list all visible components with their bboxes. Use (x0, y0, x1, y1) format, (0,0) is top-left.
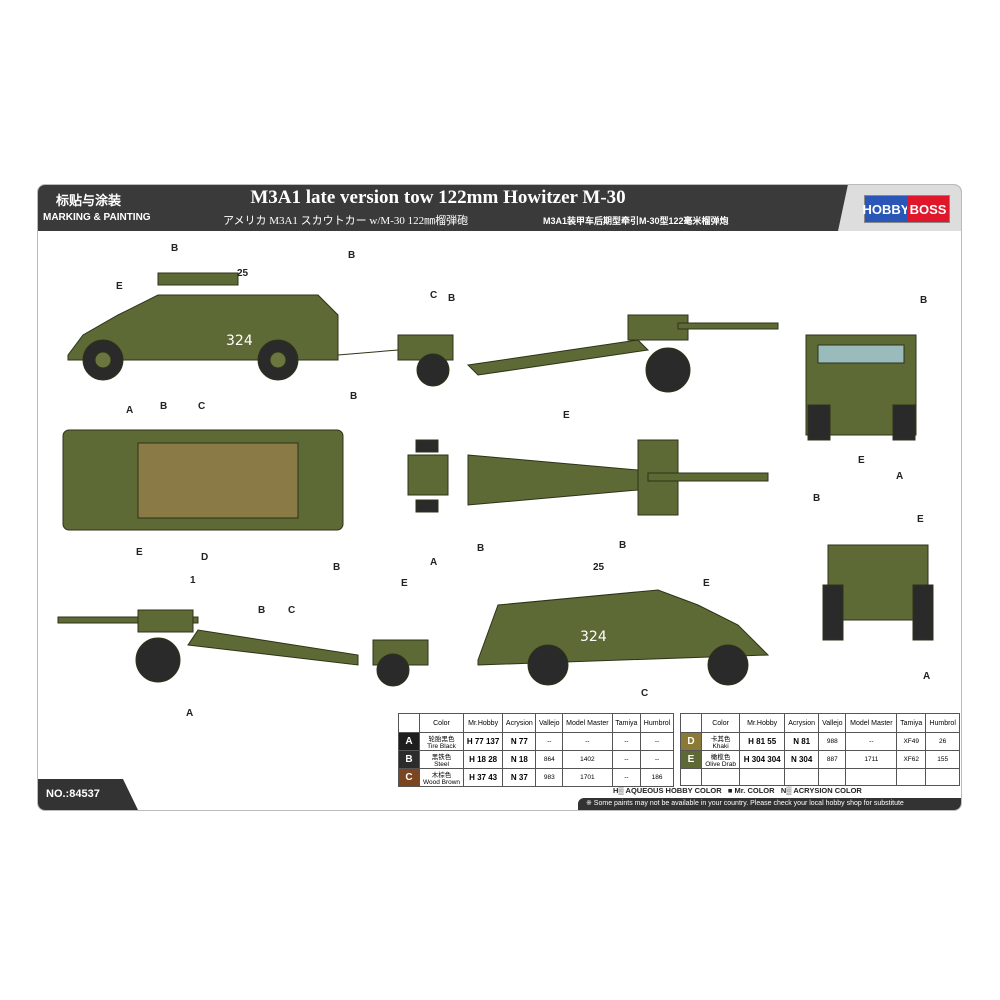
howitzer-side-bottom (57, 609, 359, 683)
limber-top-view (407, 439, 449, 513)
subtitle-cn: M3A1装甲车后期型牵引M-30型122毫米榴弹炮 (543, 216, 729, 226)
page-title: M3A1 late version tow 122mm Howitzer M-3… (250, 187, 626, 208)
product-number: NO.:84537 (38, 779, 138, 810)
callout: E (136, 547, 143, 558)
instruction-sheet: 标贴与涂装 MARKING & PAINTING M3A1 late versi… (37, 184, 962, 811)
scout-car-top-view (62, 429, 344, 531)
callout: C (430, 290, 438, 301)
callout: B (348, 250, 356, 261)
callout: E (917, 514, 924, 525)
scout-car-side-bottom (477, 589, 770, 686)
callout: D (201, 552, 209, 563)
paint-legend: H▒ AQUEOUS HOBBY COLOR ■ Mr. COLOR N▒ AC… (613, 786, 862, 795)
vehicle-number-bottom: 324 (580, 629, 607, 645)
callout: 25 (237, 268, 249, 279)
vehicle-number-top: 324 (226, 333, 253, 349)
section-label-cn: 标贴与涂装 (56, 193, 122, 208)
callout: B (448, 293, 456, 304)
limber-side-top (337, 334, 454, 387)
callout: E (703, 578, 710, 589)
section-label-en: MARKING & PAINTING (43, 212, 151, 223)
callout: 25 (593, 562, 605, 573)
header-bar: 标贴与涂装 MARKING & PAINTING M3A1 late versi… (38, 185, 961, 231)
callout: C (198, 401, 206, 412)
howitzer-side-top (466, 314, 779, 393)
vehicle-drawings (57, 272, 934, 687)
limber-side-bottom (372, 639, 429, 687)
callout: A (186, 708, 194, 719)
scout-car-side-top (67, 272, 339, 381)
callout: B (160, 401, 168, 412)
callout: A (923, 671, 931, 682)
subtitle-jp: アメリカ M3A1 スカウトカー w/M-30 122㎜榴弾砲 (223, 215, 469, 227)
callout: B (619, 540, 627, 551)
callout: A (896, 471, 904, 482)
callout: A (126, 405, 134, 416)
callout: C (288, 605, 296, 616)
howitzer-rear-view (822, 544, 934, 641)
callout: C (641, 688, 649, 699)
callout: B (920, 295, 928, 306)
callout: 1 (190, 575, 196, 586)
callout: B (813, 493, 821, 504)
callout: A (430, 557, 438, 568)
footer-note: ※ Some paints may not be available in yo… (578, 798, 961, 810)
callout: B (171, 243, 179, 254)
callout: B (333, 562, 341, 573)
callout: E (401, 578, 408, 589)
callout: B (477, 543, 485, 554)
callout: E (858, 455, 865, 466)
callout: E (116, 281, 123, 292)
callout: B (258, 605, 266, 616)
howitzer-top-view (467, 439, 769, 516)
scout-car-front-view (805, 334, 917, 441)
callout: E (563, 410, 570, 421)
callout: B (350, 391, 358, 402)
